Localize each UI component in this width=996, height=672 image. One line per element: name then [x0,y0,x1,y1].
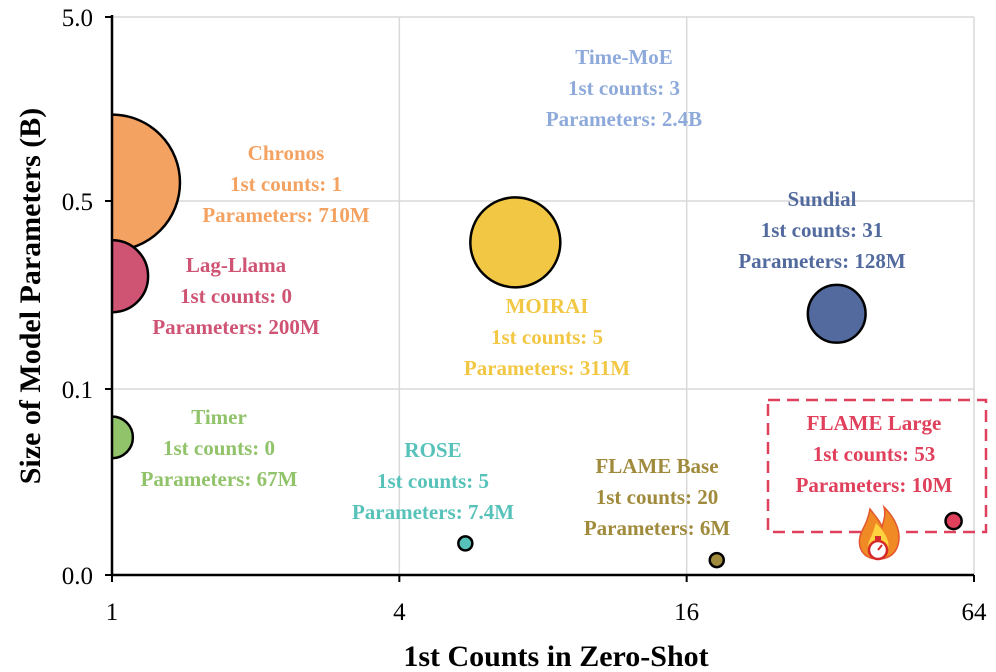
label-counts-chronos: 1st counts: 1 [230,172,342,196]
bubble-timer [112,415,135,460]
bubble-chronos [112,113,182,252]
bubble-rose [457,535,474,552]
label-params-time-moe: Parameters: 2.4B [546,107,702,131]
bubble-labels: Time-MoE 1st counts: 3 Parameters: 2.4B Chr… [141,45,953,540]
bubble-lag-llama [112,238,150,314]
label-params-flame-base: Parameters: 6M [584,516,731,540]
x-tick-label: 4 [393,599,406,626]
label-counts-flame-large: 1st counts: 53 [813,442,936,466]
label-name-lag-llama: Lag-Llama [186,253,287,277]
y-tick-label: 0.5 [62,189,93,216]
label-counts-timer: 1st counts: 0 [163,436,275,460]
bubble-sundial [806,283,867,344]
x-tick-label: 16 [674,599,699,626]
axes: 1 4 16 64 0.0 0.1 0.5 5.0 [62,5,987,626]
bubbles [112,113,963,569]
label-name-sundial: Sundial [788,187,857,211]
bubble-flame-large [944,511,963,531]
label-params-rose: Parameters: 7.4M [352,500,514,524]
label-name-rose: ROSE [404,438,461,462]
label-params-sundial: Parameters: 128M [738,249,906,273]
y-tick-label: 0.0 [62,563,93,590]
label-params-lag-llama: Parameters: 200M [152,315,320,339]
label-params-moirai: Parameters: 311M [464,356,630,380]
label-name-chronos: Chronos [248,141,325,165]
y-tick-label: 0.1 [62,377,93,404]
label-counts-flame-base: 1st counts: 20 [596,485,719,509]
y-axis-title: Size of Model Parameters (B) [14,108,47,485]
bubble-flame-base [708,551,726,569]
label-name-time-moe: Time-MoE [575,45,673,69]
label-counts-time-moe: 1st counts: 3 [568,76,680,100]
y-tick-label: 5.0 [62,5,93,32]
label-params-flame-large: Parameters: 10M [796,473,953,497]
x-axis-title: 1st Counts in Zero-Shot [403,640,708,672]
label-counts-lag-llama: 1st counts: 0 [180,284,292,308]
flame-timer-icon [858,504,900,561]
label-name-moirai: MOIRAI [506,294,589,318]
label-name-flame-large: FLAME Large [807,411,942,435]
label-counts-sundial: 1st counts: 31 [761,218,884,242]
label-name-timer: Timer [191,405,247,429]
label-params-chronos: Parameters: 710M [202,203,370,227]
grid-lines [112,16,975,575]
stopwatch-icon [867,536,889,561]
bubble-moirai [469,196,562,289]
label-name-flame-base: FLAME Base [595,454,718,478]
x-tick-label: 64 [962,599,988,626]
x-tick-label: 1 [106,599,119,626]
label-counts-moirai: 1st counts: 5 [491,325,603,349]
label-counts-rose: 1st counts: 5 [377,469,489,493]
label-params-timer: Parameters: 67M [141,467,298,491]
